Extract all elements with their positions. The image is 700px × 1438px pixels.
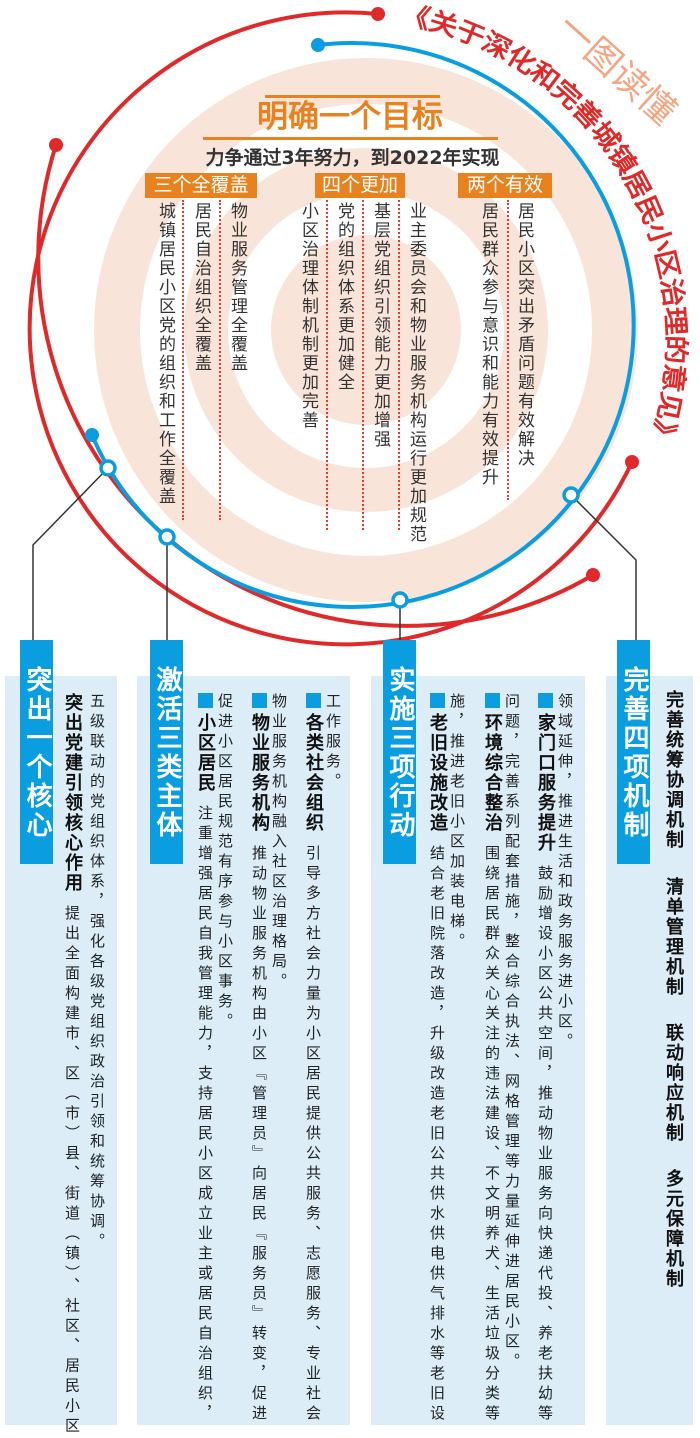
tab-actions: 实施三项行动 [383, 640, 416, 864]
group-label-four-more: 四个更加 [315, 173, 405, 198]
block-text: 围绕居民群众关心关注的违法建设、不文明养犬、生活垃圾分类等 [483, 845, 501, 1425]
block-column: 施，推进老旧小区加装电梯。 [447, 693, 467, 953]
block-column: 领域延伸，推进生活和政务服务进小区。 [555, 693, 575, 1053]
block-text: 提出全面构建市、区（市）县、街道（镇）、社区、居民小区 [63, 905, 81, 1438]
square-bullet-icon [484, 693, 500, 708]
goal-item: 党的组织体系更加健全 [334, 202, 354, 392]
divider [265, 95, 440, 98]
tab-mechanisms: 完善四项机制 [617, 640, 650, 864]
block-text: 引导多方社会力量为小区居民提供公共服务、志愿服务、专业社会 [304, 845, 322, 1425]
block-heading: 突出党建引领核心作用 [62, 693, 83, 893]
block-text: 促进小区居民规范有序参与小区事务。 [216, 693, 234, 1033]
block-column: 各类社会组织引导多方社会力量为小区居民提供公共服务、志愿服务、专业社会 [303, 693, 324, 1425]
block-text: 五级联动的党组织体系，强化各级党组织政治引领和统筹协调。 [88, 693, 106, 1253]
block-column: 促进小区居民规范有序参与小区事务。 [215, 693, 235, 1033]
block-text: 推动物业服务机构由小区『管理员』向居民『服务员』转变，促进 [250, 845, 268, 1425]
block-column: 老旧设施改造结合老旧院落改造，升级改造老旧公共供水供电供气排水等老旧设 [427, 693, 448, 1425]
goal-item: 小区治理体制机制更加完善 [298, 202, 318, 430]
dotted-divider [362, 200, 364, 530]
tab-label: 激活三类主体 [152, 666, 182, 840]
block-text: 结合老旧院落改造，升级改造老旧公共供水供电供气排水等老旧设 [428, 845, 446, 1425]
dotted-divider [219, 200, 221, 520]
block-column: 物业服务机构推动物业服务机构由小区『管理员』向居民『服务员』转变，促进 [249, 693, 270, 1425]
block-heading: 老旧设施改造 [427, 713, 448, 833]
goal-item: 城镇居民小区党的组织和工作全覆盖 [155, 202, 175, 506]
blue-dot [311, 38, 325, 52]
tab-subjects: 激活三类主体 [150, 640, 183, 864]
mechanism-item: 多元保障机制 [663, 1169, 684, 1289]
block-heading: 各类社会组织 [303, 713, 324, 833]
dotted-divider [398, 200, 400, 530]
dotted-divider [507, 200, 509, 500]
block-column: 物业服务机构融入社区治理格局。 [269, 693, 289, 993]
goal-item: 业主委员会和物业服务机构运行更加规范 [406, 202, 426, 544]
block-heading: 环境综合整治 [482, 713, 503, 833]
square-bullet-icon [305, 693, 321, 708]
square-bullet-icon [251, 693, 267, 708]
dotted-divider [326, 200, 328, 530]
block-text: 物业服务机构融入社区治理格局。 [270, 693, 288, 993]
goal-item: 居民小区突出矛盾问题有效解决 [514, 202, 534, 468]
square-bullet-icon [429, 693, 445, 708]
goal-subtitle: 力争通过3年努力，到2022年实现 [205, 147, 500, 169]
block-column: 家门口服务提升鼓励增设小区公共空间，推动物业服务向快递代投、养老扶幼等 [535, 693, 556, 1425]
mechanism-item: 完善统筹协调机制 [663, 690, 684, 850]
blue-arc [90, 41, 636, 609]
outer-red-arc [27, 10, 634, 647]
block-text: 施，推进老旧小区加装电梯。 [448, 693, 466, 953]
goal-item: 居民自治组织全覆盖 [191, 202, 211, 373]
blue-dot [85, 428, 99, 442]
square-bullet-icon [197, 693, 213, 708]
block-column: 工作服务。 [323, 693, 343, 793]
group-label-two-effective: 两个有效 [458, 173, 552, 198]
tab-label: 突出一个核心 [22, 666, 52, 840]
block-column: 小区居民注重增强居民自我管理能力，支持居民小区成立业主或居民自治组织， [195, 693, 216, 1425]
dotted-divider [182, 200, 184, 520]
goal-item: 物业服务管理全覆盖 [227, 202, 247, 373]
mechanism-item: 清单管理机制 [663, 877, 684, 997]
block-column: 问题，完善系列配套措施，整合综合执法、网格管理等力量延伸进居民小区。 [502, 693, 522, 1373]
block-heading: 家门口服务提升 [535, 713, 556, 853]
tab-label: 实施三项行动 [385, 666, 415, 840]
block-text: 工作服务。 [324, 693, 342, 793]
block-column: 五级联动的党组织体系，强化各级党组织政治引领和统筹协调。 [87, 693, 107, 1253]
goal-heading: 明确一个目标 [257, 99, 443, 135]
block-text: 注重增强居民自我管理能力，支持居民小区成立业主或居民自治组织， [196, 805, 214, 1425]
blue-nodes [99, 459, 580, 609]
block-column: 环境综合整治围绕居民群众关心关注的违法建设、不文明养犬、生活垃圾分类等 [482, 693, 503, 1425]
goal-item: 居民群众参与意识和能力有效提升 [478, 202, 498, 487]
goal-item: 基层党组织引领能力更加增强 [370, 202, 390, 449]
square-bullet-icon [537, 693, 553, 708]
red-dot [586, 568, 600, 582]
block-text: 鼓励增设小区公共空间，推动物业服务向快递代投、养老扶幼等 [536, 865, 554, 1425]
red-dot [49, 138, 63, 152]
ring-inner [271, 235, 461, 425]
group-label-three-coverage: 三个全覆盖 [145, 173, 257, 198]
red-dot [625, 455, 639, 469]
red-dot [371, 7, 385, 21]
block-column: 突出党建引领核心作用提出全面构建市、区（市）县、街道（镇）、社区、居民小区 [62, 693, 83, 1438]
block-heading: 物业服务机构 [249, 713, 270, 833]
tab-core: 突出一个核心 [20, 640, 53, 864]
block-text: 问题，完善系列配套措施，整合综合执法、网格管理等力量延伸进居民小区。 [503, 693, 521, 1373]
block-text: 领域延伸，推进生活和政务服务进小区。 [556, 693, 574, 1053]
mechanism-item: 联动响应机制 [663, 1023, 684, 1143]
block-heading: 小区居民 [195, 713, 216, 793]
divider [203, 137, 498, 140]
tab-label: 完善四项机制 [619, 666, 649, 840]
